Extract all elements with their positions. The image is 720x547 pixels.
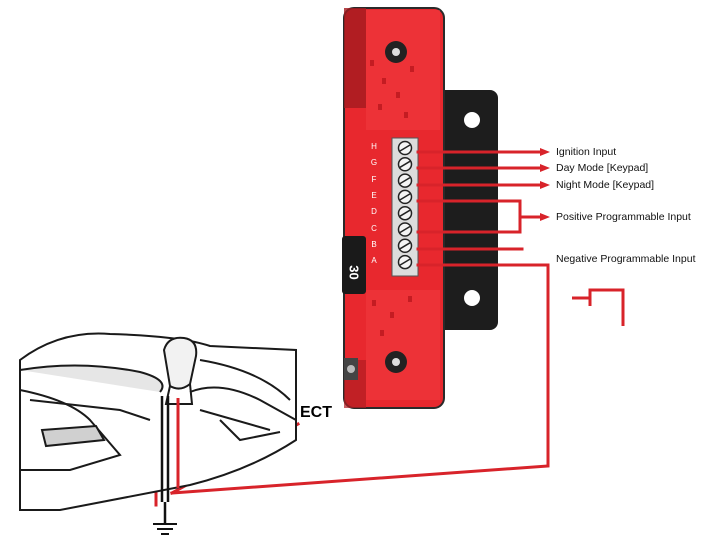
label-positive-programmable-input: Positive Programmable Input	[556, 211, 691, 223]
label-negative-programmable-input: Negative Programmable Input	[556, 253, 696, 265]
label-night-mode: Night Mode [Keypad]	[556, 179, 655, 191]
pin-label-g: G	[370, 158, 378, 168]
label-ect: ECT	[300, 404, 332, 421]
fuse	[342, 236, 366, 294]
wire-negative	[170, 263, 550, 495]
pin-label-e: E	[371, 190, 377, 200]
mounting-bracket	[430, 90, 498, 330]
label-day-mode: Day Mode [Keypad]	[556, 162, 649, 174]
pin-label-c: C	[371, 223, 377, 233]
pin-label-d: D	[371, 207, 377, 217]
bracket-hole-bottom	[464, 290, 480, 306]
shifter-illustration	[19, 332, 297, 511]
wire-fragment	[572, 288, 625, 326]
ground-wires	[160, 396, 170, 524]
pin-label-f: F	[371, 174, 377, 184]
pin-label-a: A	[371, 256, 377, 266]
pin-label-h: H	[371, 142, 377, 151]
label-ignition-input: Ignition Input	[556, 146, 617, 158]
terminal-block	[391, 137, 419, 277]
bracket-hole-top	[464, 112, 480, 128]
pin-label-b: B	[371, 239, 377, 249]
fuse-rating: 30	[346, 265, 362, 280]
ground-icon	[153, 523, 177, 535]
